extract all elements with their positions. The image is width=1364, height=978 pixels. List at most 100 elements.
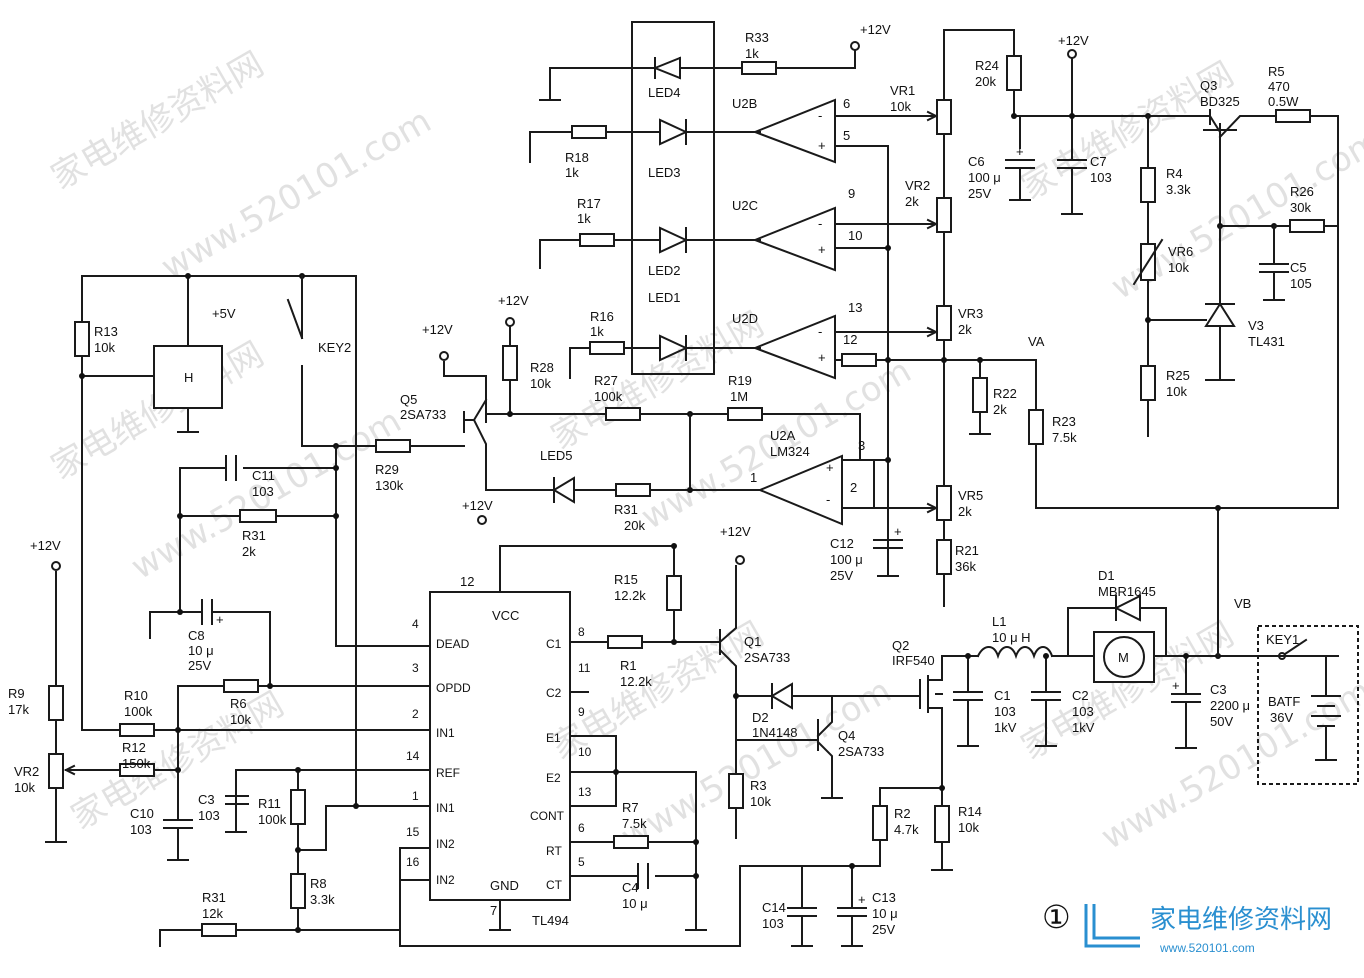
- r2: [728, 773, 744, 809]
- battery-box: [1257, 625, 1359, 785]
- r4: [1140, 167, 1156, 203]
- r1-ref: R15: [614, 572, 638, 587]
- pin-plus: +: [818, 138, 826, 153]
- u2d-pin: 13: [848, 300, 862, 315]
- ic-gnd: GND: [490, 878, 519, 893]
- r14-val: 4.7k: [894, 822, 919, 837]
- u2b-pin: 5: [843, 128, 850, 143]
- c5-val: 105: [1290, 276, 1312, 291]
- c8-plus: +: [216, 612, 224, 627]
- vr2-val: 2k: [905, 194, 919, 209]
- r22: [972, 377, 988, 413]
- ic-name: TL494: [532, 913, 569, 928]
- r18-ref: R18: [565, 150, 589, 165]
- watermark-url: www.520101.com: [155, 101, 439, 288]
- r6-val: 12.2k: [620, 674, 652, 689]
- ic-pin-num: 4: [412, 617, 419, 631]
- r10-val: 17k: [8, 702, 29, 717]
- pin-minus: -: [818, 216, 822, 231]
- led2-diode: [659, 226, 689, 254]
- ic-pin-name: RT: [546, 844, 562, 858]
- led2-label: LED2: [648, 263, 681, 278]
- motor-label: M: [1118, 650, 1129, 665]
- vr2-ref: VR2: [905, 178, 930, 193]
- c14-val: 103: [762, 916, 784, 931]
- r16-ref: R16: [590, 309, 614, 324]
- r27-val: 100k: [594, 389, 623, 404]
- q4-ref: Q4: [838, 728, 855, 743]
- r15: [239, 509, 277, 523]
- r22-val: 2k: [993, 402, 1007, 417]
- led3-diode: [659, 118, 689, 146]
- r19-ref: R19: [728, 373, 752, 388]
- l1-inductor: [976, 646, 1054, 660]
- q1-ref: Q1: [744, 634, 761, 649]
- q5-ref: Q5: [400, 392, 417, 407]
- logo-icon: [1084, 904, 1140, 948]
- ic-pin-name: REF: [436, 766, 460, 780]
- c3b-plus: +: [1172, 678, 1180, 693]
- r21-ref: R21: [955, 543, 979, 558]
- r28-ref: R28: [530, 360, 554, 375]
- c8-val: 10 μ: [188, 643, 214, 658]
- r28-val: 10k: [530, 376, 551, 391]
- v3-ref: V3: [1248, 318, 1264, 333]
- battery-ref: BATF: [1268, 694, 1300, 709]
- ic-pin-name: C2: [546, 686, 562, 700]
- power-stage: Q2 IRF540 R2 4.7k R14 10k + C14 103 C13 …: [762, 505, 1359, 947]
- r-va-link: [841, 353, 877, 367]
- pin-plus: +: [826, 460, 834, 475]
- ic-pin-name: C1: [546, 637, 562, 651]
- vr6-ref: VR6: [1168, 244, 1193, 259]
- ic-vcc: VCC: [492, 608, 519, 623]
- l1-ref: L1: [992, 614, 1006, 629]
- ic-vcc-pin: 12: [460, 574, 474, 589]
- ic-pin-name: DEAD: [436, 637, 470, 651]
- ic-pin-num: 11: [578, 661, 591, 675]
- c8-volt: 25V: [188, 658, 211, 673]
- r26-val: 30k: [1290, 200, 1311, 215]
- rail-label: +12V: [720, 524, 751, 539]
- r2-ref: R3: [750, 778, 767, 793]
- ic-pin-num: 14: [406, 749, 420, 763]
- u2d-pin: 12: [843, 332, 857, 347]
- c4-ref: C4: [622, 880, 639, 895]
- ic-pin-num: 5: [578, 855, 585, 869]
- u2c-pin: 9: [848, 186, 855, 201]
- r29-val: 130k: [375, 478, 404, 493]
- r11: [119, 763, 155, 777]
- rail-label: +5V: [212, 306, 236, 321]
- u2b-label: U2B: [732, 96, 757, 111]
- r1-val: 12.2k: [614, 588, 646, 603]
- c4-val: 10 μ: [622, 896, 648, 911]
- c10-val: 103: [130, 822, 152, 837]
- r25-ref: R25: [1166, 368, 1190, 383]
- r12-ref: R10: [124, 688, 148, 703]
- vb-label: VB: [1234, 596, 1251, 611]
- c13-plus: +: [858, 892, 866, 907]
- vr5-val: 2k: [958, 504, 972, 519]
- r17-val: 1k: [577, 211, 591, 226]
- vr5: [936, 485, 952, 521]
- pin-plus: +: [818, 350, 826, 365]
- led4-diode: [652, 56, 681, 80]
- r4-val: 3.3k: [1166, 182, 1191, 197]
- q2-part: IRF540: [892, 653, 935, 668]
- regulator-block: +12V R24 20k + C6 100 μ 25V C7 103 R4 3.…: [968, 33, 1339, 437]
- r16-val: 1k: [590, 324, 604, 339]
- vr3-ref: VR3: [958, 306, 983, 321]
- pot-divider-chain: VR1 10k VR2 2k VR3 2k VR5 2k R21 36k R22…: [890, 29, 1339, 607]
- key1-switch: [1283, 638, 1308, 656]
- r30-val: 10k: [958, 820, 979, 835]
- r33-val: 1k: [745, 46, 759, 61]
- r29-ref: R29: [375, 462, 399, 477]
- r4-ref: R4: [1166, 166, 1183, 181]
- key1-label: KEY1: [1266, 632, 1299, 647]
- r23-ref: R23: [1052, 414, 1076, 429]
- r33-ref: R33: [745, 30, 769, 45]
- c8-ref: C8: [188, 628, 205, 643]
- c12-ref: C12: [830, 536, 854, 551]
- r10: [48, 685, 64, 721]
- d1-diode: [1067, 594, 1167, 657]
- r24-val: 20k: [975, 74, 996, 89]
